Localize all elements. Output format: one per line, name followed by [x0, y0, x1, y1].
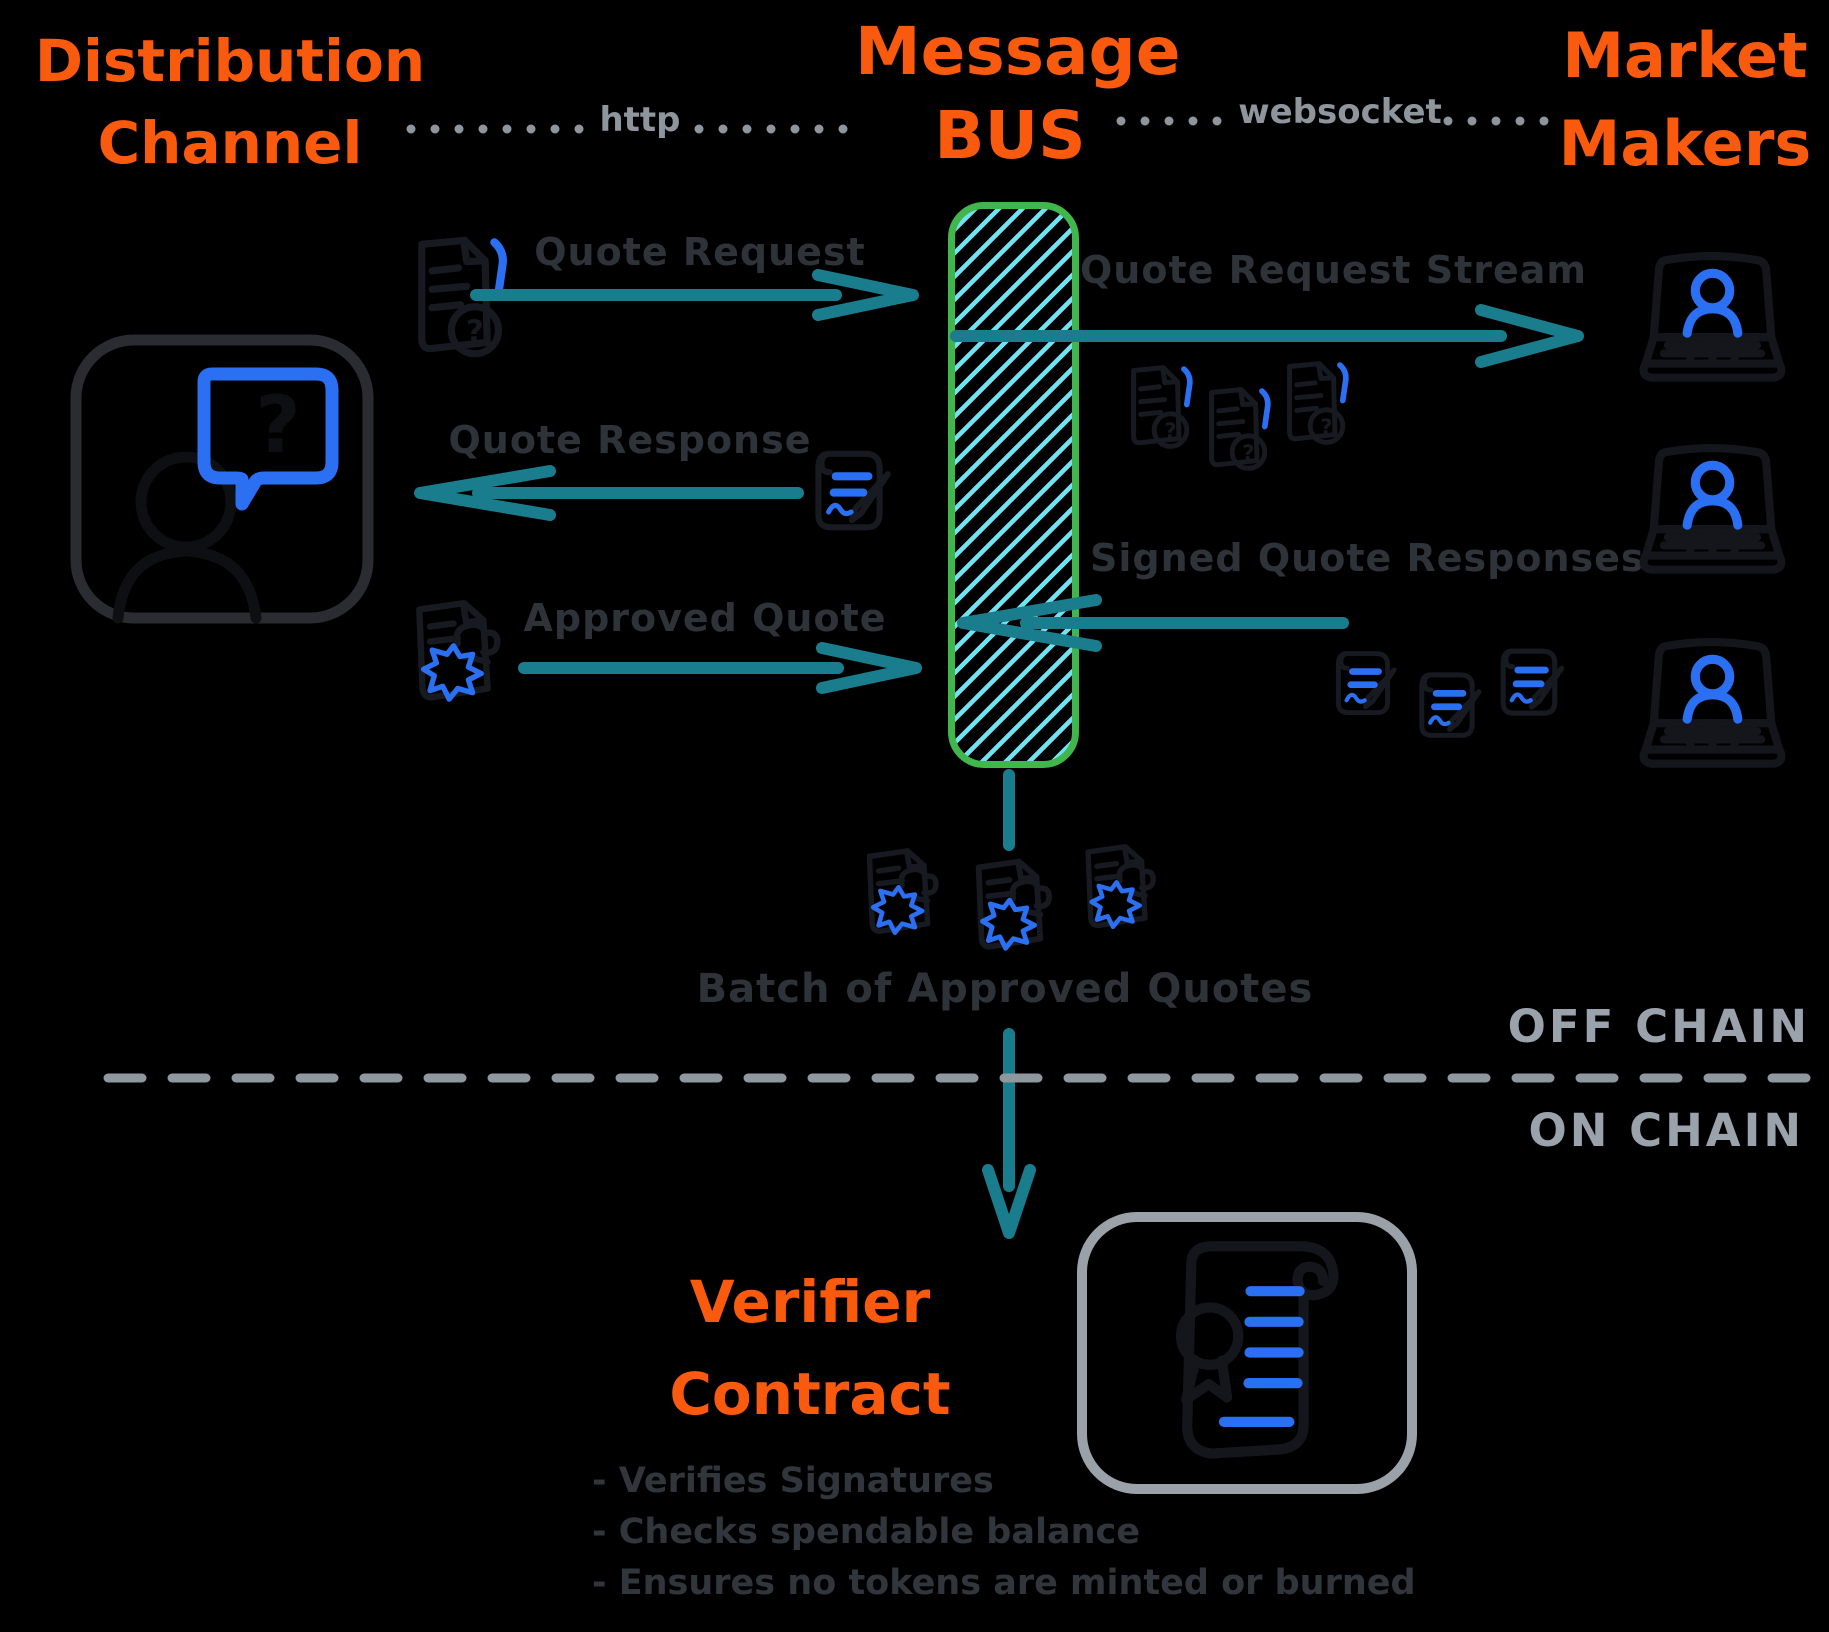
distribution-channel-chat-user-icon: ? — [70, 334, 374, 624]
http-dotted-line-left — [406, 124, 604, 134]
stream-document-icon-2 — [1196, 380, 1274, 478]
signed-response-scroll-icon-2 — [1405, 663, 1489, 743]
approved-quote-label: Approved Quote — [523, 596, 887, 640]
verifier-note-1: - Verifies Signatures — [592, 1461, 994, 1501]
quote-request-label: Quote Request — [534, 230, 866, 274]
batch-stamp-icon-3 — [1066, 836, 1168, 934]
verifier-contract-scroll-icon — [1176, 1241, 1339, 1459]
svg-text:?: ? — [255, 381, 300, 471]
http-label: http — [599, 100, 681, 140]
batch-down-arrow — [982, 1028, 1036, 1239]
market-maker-laptop-user-icon-3 — [1633, 634, 1791, 786]
market-makers-title-line2: Makers — [1558, 107, 1812, 180]
http-dotted-line-right — [694, 124, 862, 134]
off-chain-label: OFF CHAIN — [1507, 1000, 1810, 1053]
message-bus-title-line1: Message — [855, 13, 1181, 90]
message-bus-title-line2: BUS — [934, 97, 1086, 174]
quote-request-stream-arrow — [950, 304, 1584, 368]
websocket-label: websocket — [1238, 92, 1442, 132]
distribution-channel-title-line1: Distribution — [34, 27, 426, 95]
message-bus-title: Message BUS — [855, 10, 1181, 178]
approved-quote-arrow — [518, 642, 922, 694]
bus-output-line — [1003, 769, 1015, 851]
verifier-contract-title-line1: Verifier — [689, 1268, 931, 1336]
signed-quote-responses-arrow — [957, 594, 1349, 652]
verifier-notes: - Verifies Signatures - Checks spendable… — [592, 1456, 1416, 1609]
quote-request-stream-label: Quote Request Stream — [1080, 248, 1587, 292]
verifier-note-2: - Checks spendable balance — [592, 1512, 1140, 1552]
verifier-contract-title: Verifier Contract — [615, 1256, 1005, 1440]
verifier-contract-node — [1077, 1212, 1417, 1494]
signed-response-scroll-icon-1 — [1322, 638, 1404, 724]
message-bus-node — [948, 202, 1079, 768]
verifier-contract-title-line2: Contract — [669, 1360, 951, 1428]
signed-response-scroll-icon-3 — [1486, 636, 1572, 724]
batch-stamp-icon-1 — [848, 840, 950, 940]
market-maker-laptop-user-icon-2 — [1633, 440, 1791, 592]
on-chain-label: ON CHAIN — [1528, 1104, 1804, 1157]
approved-quote-stamp-icon — [398, 590, 510, 708]
distribution-channel-title-line2: Channel — [97, 109, 363, 177]
websocket-dotted-line-left — [1116, 116, 1236, 126]
quote-request-arrow — [470, 269, 919, 321]
market-maker-laptop-user-icon-1 — [1633, 248, 1791, 400]
websocket-dotted-line-right — [1443, 116, 1563, 126]
batch-stamp-icon-2 — [956, 850, 1064, 956]
batch-of-approved-quotes-label: Batch of Approved Quotes — [696, 966, 1314, 1012]
distribution-channel-title: Distribution Channel — [8, 20, 452, 184]
stream-document-icon-1 — [1118, 358, 1196, 456]
chain-divider-dashed-line — [103, 1073, 1813, 1083]
quote-response-arrow — [414, 465, 804, 521]
market-makers-title: Market Makers — [1535, 12, 1829, 188]
signed-quote-responses-label: Signed Quote Responses — [1090, 536, 1645, 580]
verifier-note-3: - Ensures no tokens are minted or burned — [592, 1563, 1416, 1603]
stream-document-icon-3 — [1274, 354, 1352, 452]
quote-response-scroll-icon — [798, 438, 900, 538]
market-makers-title-line1: Market — [1562, 19, 1808, 92]
quote-response-label: Quote Response — [448, 418, 812, 462]
